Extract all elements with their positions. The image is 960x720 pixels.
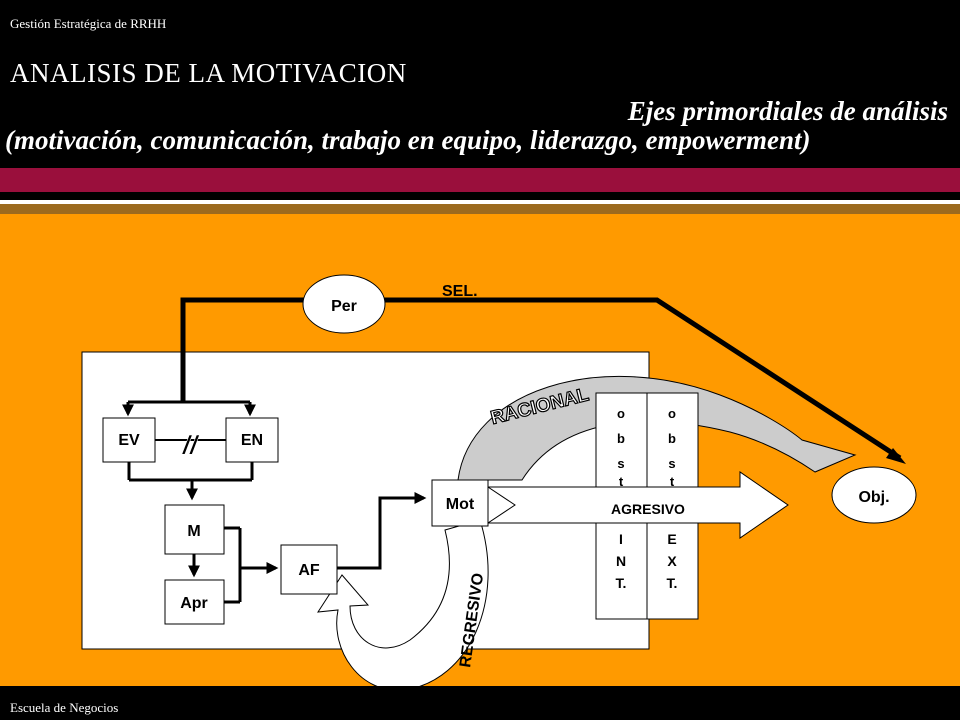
apr-node — [164, 579, 225, 625]
mot-node — [431, 479, 489, 527]
ev-label: EV — [118, 432, 140, 449]
selection-line — [180, 297, 902, 461]
per-node — [302, 274, 386, 334]
decorative-band-brown — [0, 204, 960, 214]
m-label: M — [187, 523, 200, 540]
svg-text:s: s — [668, 456, 675, 471]
decorative-band-black — [0, 192, 960, 200]
svg-text:N: N — [616, 553, 626, 569]
ext-letters: E X T. — [667, 531, 678, 591]
separator-mark: // — [182, 430, 200, 460]
svg-text:s: s — [617, 456, 624, 471]
svg-text:b: b — [617, 431, 625, 446]
header-top-label: Gestión Estratégica de RRHH — [10, 16, 167, 31]
mot-label: Mot — [446, 496, 475, 513]
svg-text:T.: T. — [667, 575, 678, 591]
per-label: Per — [331, 298, 357, 315]
svg-text:t: t — [619, 474, 624, 489]
decorative-band-red — [0, 168, 960, 192]
motivation-diagram: Per SEL. RACIONAL o b s t o b s t AGRESI… — [81, 274, 917, 691]
en-node — [225, 417, 279, 463]
svg-text:o: o — [668, 406, 676, 421]
footer-label: Escuela de Negocios — [10, 700, 119, 715]
svg-text:o: o — [617, 406, 625, 421]
page-title: ANALISIS DE LA MOTIVACION — [10, 58, 407, 88]
svg-text:b: b — [668, 431, 676, 446]
diagram-canvas: Per SEL. RACIONAL o b s t o b s t AGRESI… — [0, 214, 960, 691]
int-letters: I N T. — [616, 531, 627, 591]
obst-right-letters: o b s t — [668, 406, 676, 489]
subtitle-line-1: Ejes primordiales de análisis — [627, 96, 948, 126]
sel-label: SEL. — [442, 283, 478, 300]
apr-label: Apr — [180, 595, 208, 612]
af-label: AF — [298, 562, 320, 579]
svg-text:X: X — [667, 553, 677, 569]
m-node — [164, 504, 225, 555]
arrow-to-mot — [337, 492, 427, 570]
svg-text:T.: T. — [616, 575, 627, 591]
svg-text:t: t — [670, 474, 675, 489]
obj-label: Obj. — [858, 489, 889, 506]
svg-text:E: E — [667, 531, 676, 547]
obj-node — [831, 466, 917, 524]
decorative-band-white — [0, 200, 960, 204]
agresivo-arrow — [486, 471, 789, 539]
en-label: EN — [241, 432, 263, 449]
selection-arrowhead — [886, 448, 906, 464]
obst-left-letters: o b s t — [617, 406, 625, 489]
svg-text:I: I — [619, 531, 623, 547]
regresivo-arrow — [317, 519, 489, 691]
agresivo-label: AGRESIVO — [611, 501, 685, 517]
subtitle-line-2: (motivación, comunicación, trabajo en eq… — [5, 125, 811, 155]
